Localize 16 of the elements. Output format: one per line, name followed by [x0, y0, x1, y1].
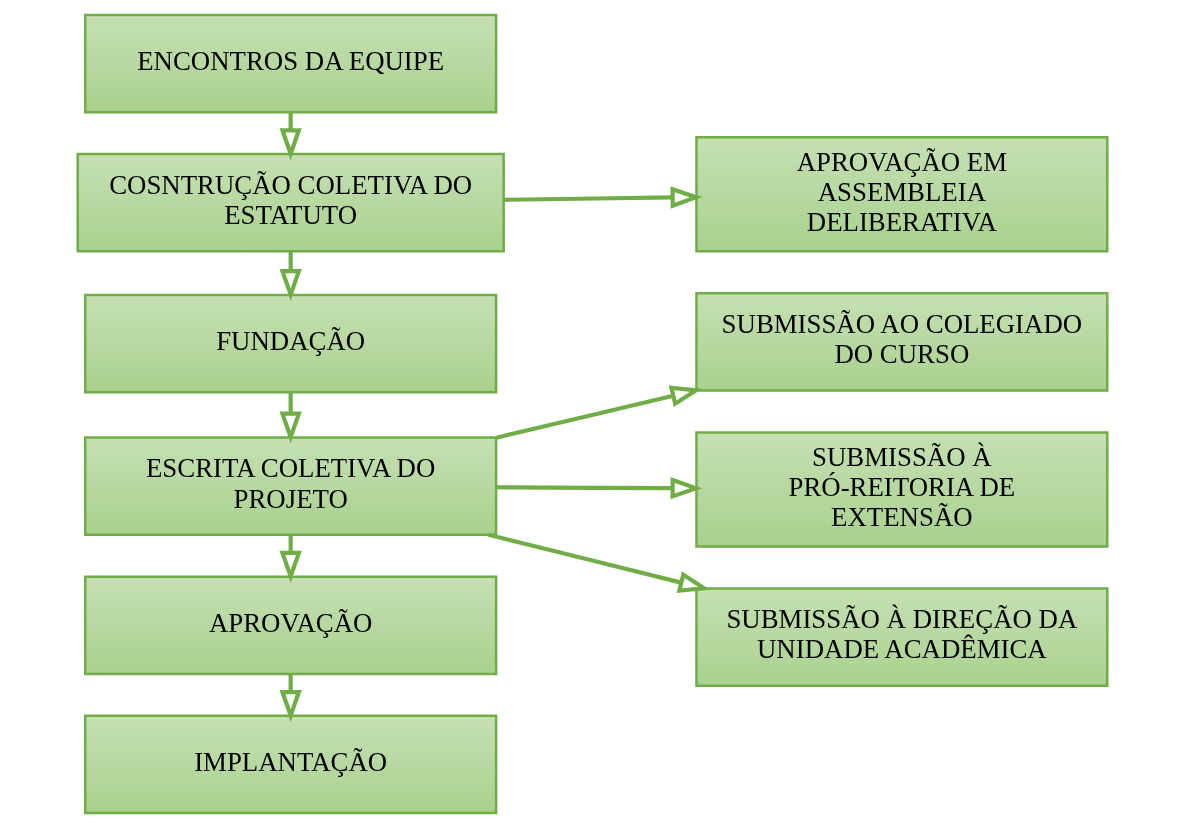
- node-box: IMPLANTAÇÃO: [84, 714, 498, 815]
- node-box: FUNDAÇÃO: [84, 293, 498, 394]
- node-box: ENCONTROS DA EQUIPE: [84, 13, 498, 114]
- node-box: SUBMISSÃO AO COLEGIADO DO CURSO: [695, 292, 1109, 392]
- node-box: COSNTRUÇÃO COLETIVA DO ESTATUTO: [76, 152, 505, 253]
- arrow: [495, 385, 703, 440]
- arrow: [487, 532, 711, 594]
- arrow: [496, 477, 703, 500]
- node-box: APROVAÇÃO: [84, 575, 498, 676]
- arrow: [503, 186, 703, 209]
- node-box: APROVAÇÃO EM ASSEMBLEIA DELIBERATIVA: [695, 136, 1109, 253]
- node-box: ESCRITA COLETIVA DO PROJETO: [84, 436, 498, 536]
- node-box: SUBMISSÃO À DIREÇÃO DA UNIDADE ACADÊMICA: [695, 587, 1109, 687]
- arrow: [279, 251, 302, 301]
- arrow: [279, 392, 302, 444]
- node-box: SUBMISSÃO À PRÓ-REITORIA DE EXTENSÃO: [695, 431, 1109, 548]
